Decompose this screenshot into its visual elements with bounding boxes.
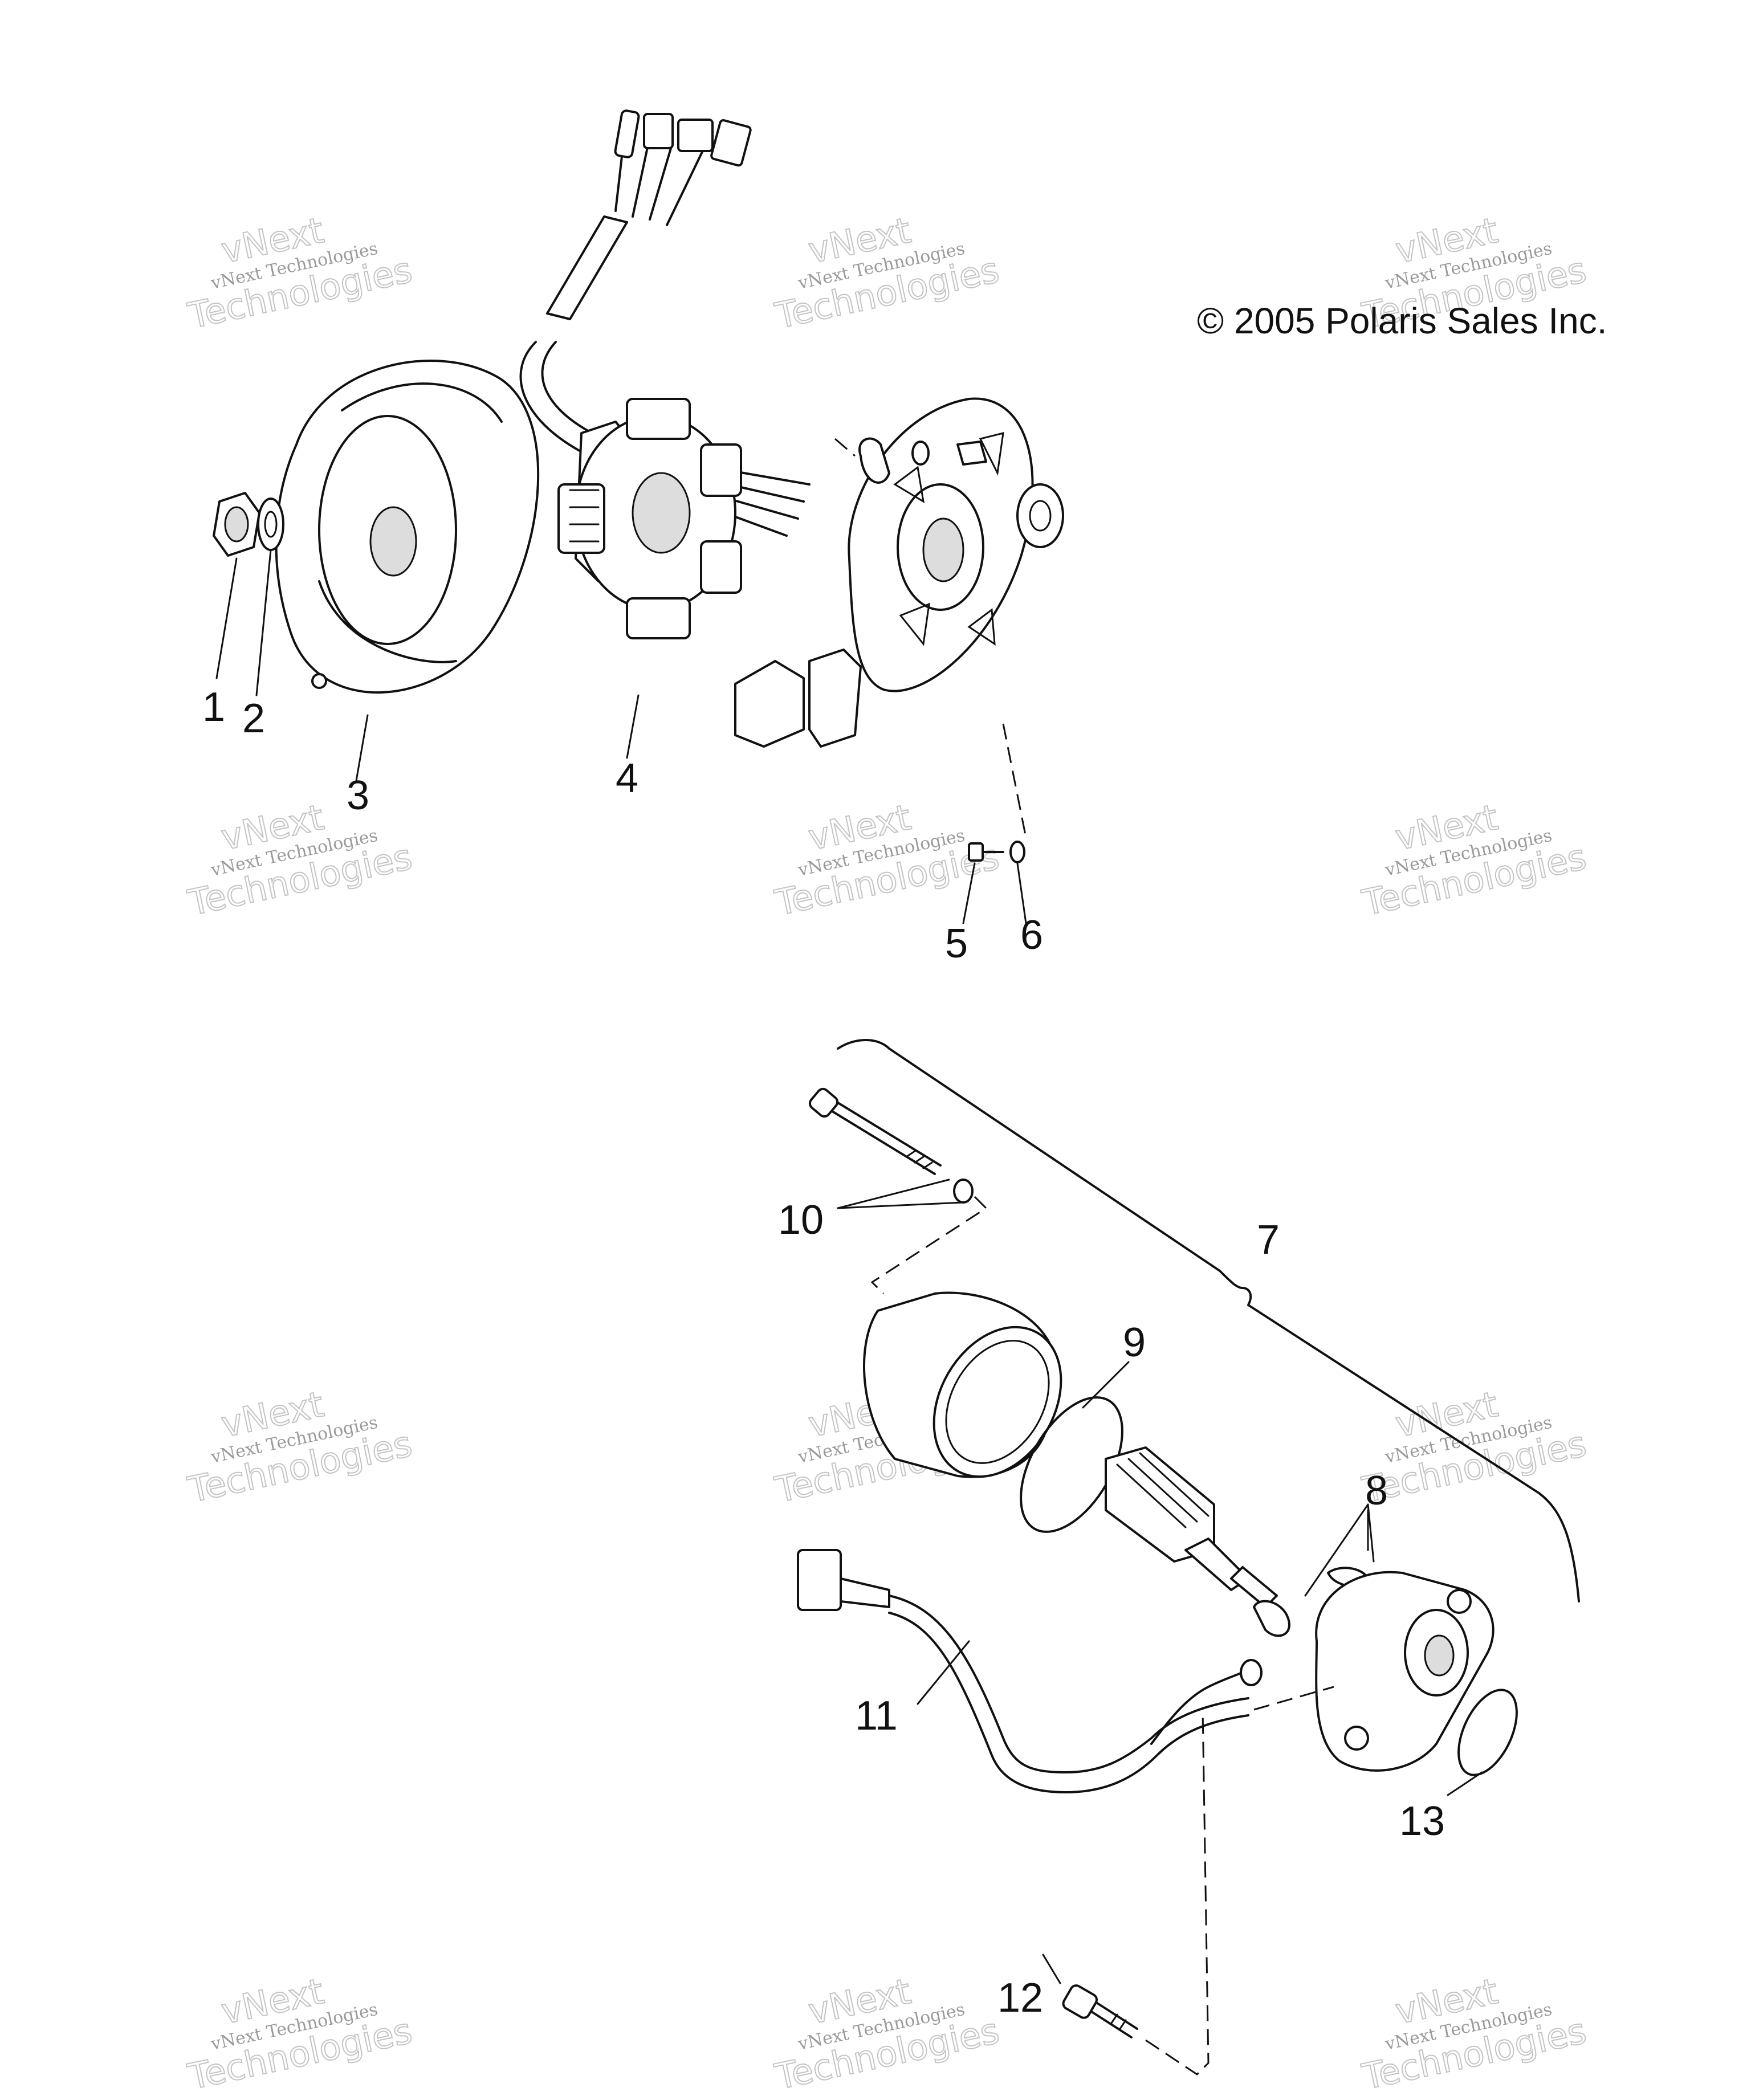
callout-8: 8 — [1365, 1468, 1388, 1514]
starter-cable — [797, 1549, 1334, 1793]
armature — [1105, 1446, 1278, 1608]
callout-11: 11 — [855, 1693, 898, 1739]
flywheel — [275, 360, 540, 694]
leader-lines-upper — [215, 549, 1027, 924]
callout-12: 12 — [997, 1975, 1043, 2021]
pickup-coil — [734, 649, 862, 748]
copyright-notice: © 2005 Polaris Sales Inc. — [1197, 300, 1607, 341]
stator-plate — [848, 397, 1064, 692]
o-ring-small — [1457, 1689, 1518, 1776]
leader-lines-lower — [837, 1179, 1483, 1984]
callout-9: 9 — [1123, 1320, 1146, 1365]
starter-yoke — [863, 1291, 1062, 1478]
nut-and-washer — [213, 492, 284, 557]
callout-5: 5 — [945, 921, 968, 967]
callout-3: 3 — [347, 773, 369, 818]
callout-4: 4 — [616, 756, 638, 801]
mounting-bolt — [1062, 1709, 1210, 2075]
assembly-bracket — [837, 1039, 1580, 1602]
callout-6: 6 — [1020, 912, 1043, 958]
stator — [557, 398, 742, 639]
callout-13: 13 — [1399, 1799, 1445, 1844]
callout-1: 1 — [202, 684, 225, 730]
callout-7: 7 — [1257, 1217, 1280, 1263]
screw-and-washer — [968, 841, 1025, 863]
end-cover — [1315, 1571, 1495, 1772]
through-bolts — [808, 1087, 988, 1295]
callout-2: 2 — [242, 696, 265, 741]
clamp-hardware — [834, 437, 1027, 838]
callout-10: 10 — [778, 1197, 824, 1243]
